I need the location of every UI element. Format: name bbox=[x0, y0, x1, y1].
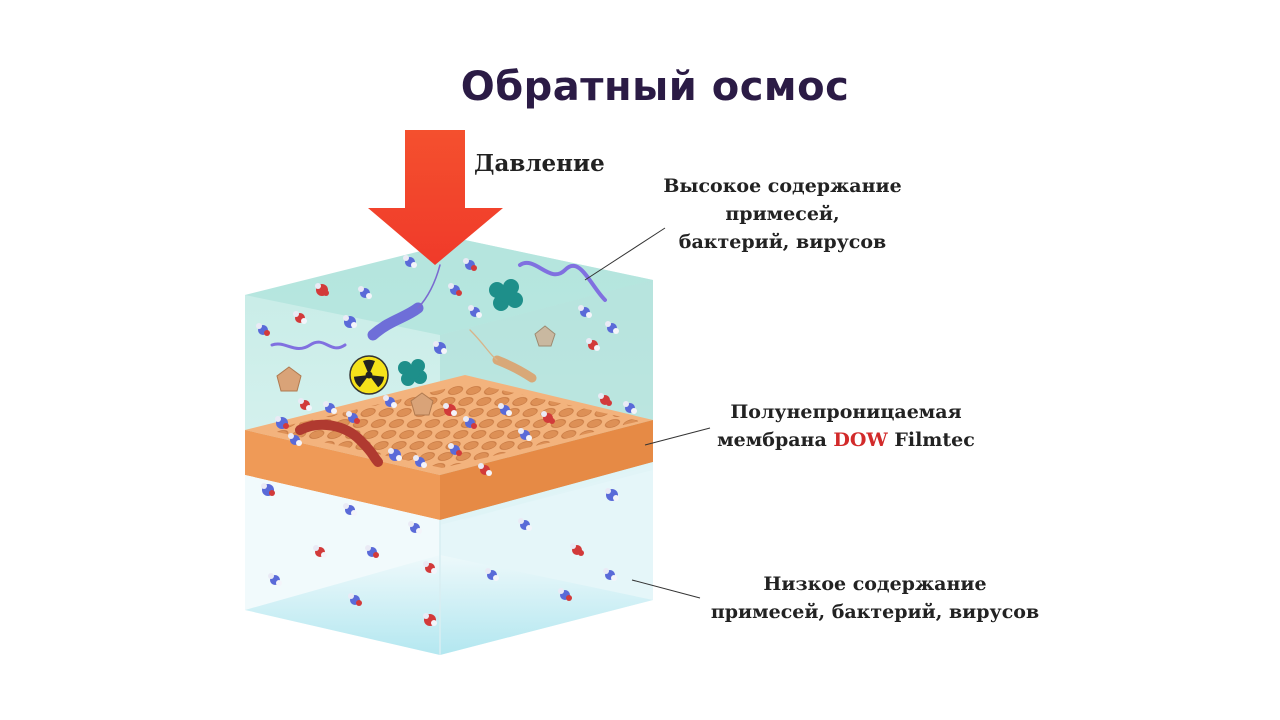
water-molecule-icon bbox=[343, 503, 357, 516]
water-molecule-icon bbox=[268, 573, 282, 586]
water-molecule-icon bbox=[388, 448, 402, 461]
water-molecule-icon bbox=[463, 416, 477, 429]
membrane-label-suffix: Filmtec bbox=[887, 429, 975, 451]
membrane-brand: DOW bbox=[833, 429, 888, 451]
water-molecule-icon bbox=[541, 411, 555, 424]
water-molecule-icon bbox=[570, 543, 584, 556]
water-molecule-icon bbox=[498, 403, 512, 416]
feed-water-label-line3: бактерий, вирусов bbox=[678, 231, 887, 253]
water-molecule-icon bbox=[478, 463, 492, 476]
membrane-label-prefix: мембрана bbox=[717, 429, 834, 451]
water-molecule-icon bbox=[605, 321, 619, 334]
water-molecule-icon bbox=[348, 593, 362, 606]
water-molecule-icon bbox=[605, 488, 619, 501]
water-molecule-icon bbox=[423, 561, 437, 574]
feed-water-label: Высокое содержание примесей, бактерий, в… bbox=[650, 172, 915, 256]
water-molecule-icon bbox=[343, 315, 357, 328]
water-molecule-icon bbox=[578, 305, 592, 318]
water-molecule-icon bbox=[603, 568, 617, 581]
permeate-label: Низкое содержание примесей, бактерий, ви… bbox=[690, 570, 1060, 626]
water-molecule-icon bbox=[275, 416, 289, 429]
water-molecule-icon bbox=[598, 393, 612, 406]
water-molecule-icon bbox=[346, 411, 360, 424]
water-molecule-icon bbox=[448, 443, 462, 456]
water-molecule-icon bbox=[468, 305, 482, 318]
water-molecule-icon bbox=[485, 568, 499, 581]
water-molecule-icon bbox=[463, 258, 477, 271]
pressure-label: Давление bbox=[474, 150, 605, 177]
virus-icon bbox=[276, 279, 556, 416]
water-molecule-icon bbox=[558, 588, 572, 601]
water-molecule-icon bbox=[433, 341, 447, 354]
bacteria-icon bbox=[270, 261, 607, 467]
membrane-label-line2: мембрана DOW Filmtec bbox=[706, 426, 986, 454]
leader-lines bbox=[584, 227, 711, 599]
radiation-icon bbox=[349, 355, 389, 395]
water-molecule-icon bbox=[383, 395, 397, 408]
water-molecule-icon bbox=[256, 323, 270, 336]
feed-water-label-line1: Высокое содержание bbox=[663, 175, 902, 197]
water-molecule-icon bbox=[403, 255, 417, 268]
water-molecule-icon bbox=[623, 401, 637, 414]
water-molecule-icon bbox=[288, 433, 302, 446]
water-molecule-icon bbox=[443, 403, 457, 416]
permeate-label-line2: примесей, бактерий, вирусов bbox=[710, 601, 1040, 623]
water-molecule-icon bbox=[358, 286, 372, 299]
water-molecule-icon bbox=[448, 283, 462, 296]
water-molecules bbox=[256, 255, 637, 626]
water-molecule-icon bbox=[298, 398, 312, 411]
water-molecule-icon bbox=[518, 428, 532, 441]
permeate-label-line1: Низкое содержание bbox=[763, 573, 987, 595]
water-molecule-icon bbox=[293, 311, 307, 324]
water-molecule-icon bbox=[423, 613, 437, 626]
water-molecule-icon bbox=[313, 545, 327, 558]
pressure-arrow-icon bbox=[368, 130, 503, 265]
water-molecule-icon bbox=[518, 518, 532, 531]
membrane-label-line1: Полунепроницаемая bbox=[730, 401, 962, 423]
water-molecule-icon bbox=[261, 483, 275, 496]
membrane-label: Полунепроницаемая мембрана DOW Filmtec bbox=[706, 398, 986, 454]
feed-water-label-line2: примесей, bbox=[725, 203, 840, 225]
water-molecule-icon bbox=[365, 545, 379, 558]
water-molecule-icon bbox=[408, 521, 422, 534]
water-molecule-icon bbox=[413, 455, 427, 468]
water-molecule-icon bbox=[586, 338, 600, 351]
water-molecule-icon bbox=[315, 283, 329, 296]
permeate-water-volume bbox=[245, 462, 653, 655]
water-molecule-icon bbox=[323, 401, 337, 414]
page-title: Обратный осмос bbox=[460, 64, 850, 110]
